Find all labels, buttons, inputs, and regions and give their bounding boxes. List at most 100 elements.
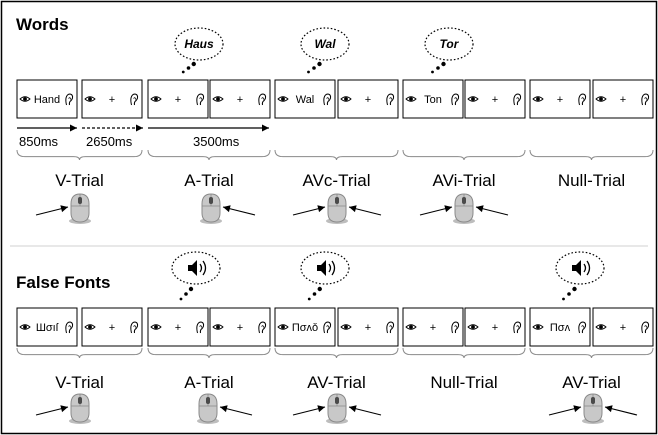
trial-label: A-Trial [184, 171, 233, 190]
ear-icon [323, 321, 332, 334]
trial-brace [147, 347, 271, 359]
fixation-cross: + [620, 322, 626, 334]
stimulus-word: Ton [424, 94, 442, 106]
arrowhead [223, 205, 231, 213]
trial-label: A-Trial [184, 373, 233, 392]
eye-icon [212, 324, 224, 330]
trial-label: Null-Trial [558, 171, 625, 190]
fixation-cross: + [237, 94, 243, 106]
ear-icon [130, 93, 139, 106]
arrowhead [70, 124, 77, 132]
trial-label: V-Trial [55, 373, 104, 392]
eye-icon [595, 324, 607, 330]
stimulus-panel [16, 79, 78, 119]
stimulus-word: Пσʌǒ [292, 322, 318, 334]
stimulus-word: Шσıſ [36, 322, 59, 334]
ear-icon [386, 93, 395, 106]
falsefonts-brace-row [16, 347, 654, 359]
timing-label: 3500ms [193, 134, 240, 149]
fixation-cross: + [492, 94, 498, 106]
arrowhead [573, 405, 581, 413]
fixation-cross: + [430, 322, 436, 334]
trial-label: Null-Trial [430, 373, 497, 392]
ear-icon [130, 321, 139, 334]
speaker-icon [317, 260, 336, 276]
eye-icon [150, 96, 162, 102]
speech-bubble: Tor [424, 27, 474, 74]
section-title-words: Words [16, 15, 69, 34]
trial-label: V-Trial [55, 171, 104, 190]
spoken-word: Wal [314, 37, 336, 51]
trial-label: AVi-Trial [433, 171, 496, 190]
speech-bubble [171, 251, 221, 301]
arrowhead [476, 205, 484, 213]
timeline-arrows [17, 124, 269, 132]
eye-icon [467, 96, 479, 102]
ear-icon [641, 321, 650, 334]
falsefonts-response-row [35, 393, 638, 424]
section-title-false-fonts: False Fonts [16, 273, 110, 292]
speech-bubble: Wal [300, 27, 350, 74]
ear-icon [513, 321, 522, 334]
fixation-cross: + [109, 94, 115, 106]
ear-icon [578, 93, 587, 106]
words-trial-row: V-Trial A-Trial AVc-Trial AVi-Trial Null-Tri… [55, 171, 625, 190]
eye-icon [212, 96, 224, 102]
ear-icon [258, 93, 267, 106]
ear-icon [578, 321, 587, 334]
eye-icon [150, 324, 162, 330]
timing-label: 2650ms [86, 134, 133, 149]
ear-icon [65, 321, 74, 334]
words-brace-row [16, 149, 654, 161]
eye-icon [277, 324, 289, 330]
fixation-cross: + [365, 94, 371, 106]
eye-icon [84, 96, 96, 102]
speaker-icon [572, 260, 591, 276]
ear-icon [451, 93, 460, 106]
eye-icon [84, 324, 96, 330]
computer-mouse-icon [69, 193, 91, 224]
trial-brace [16, 347, 143, 359]
spoken-word: Haus [184, 37, 214, 51]
trial-brace [16, 149, 143, 161]
ear-icon [196, 93, 205, 106]
arrowhead [317, 205, 325, 213]
trial-brace [402, 347, 526, 359]
spoken-word: Tor [440, 37, 460, 51]
fixation-cross: + [109, 322, 115, 334]
fixation-cross: + [620, 94, 626, 106]
ear-icon [258, 321, 267, 334]
eye-icon [277, 96, 289, 102]
arrowhead [262, 124, 269, 132]
computer-mouse-icon [200, 193, 222, 224]
timing-label: 850ms [19, 134, 59, 149]
fixation-cross: + [175, 94, 181, 106]
trial-label: AV-Trial [562, 373, 621, 392]
computer-mouse-icon [326, 393, 348, 424]
trial-brace [529, 347, 654, 359]
arrowhead [605, 405, 613, 413]
speech-bubble [300, 251, 350, 301]
arrowhead [444, 205, 452, 213]
speaker-icon [188, 260, 207, 276]
computer-mouse-icon [197, 393, 219, 424]
arrowhead [349, 205, 357, 213]
eye-icon [19, 324, 31, 330]
eye-icon [340, 324, 352, 330]
trial-label: AVc-Trial [303, 171, 371, 190]
fixation-cross: + [557, 94, 563, 106]
falsefonts-panel-row: Шσıſ+++Пσʌǒ+++Пσʌ+ [16, 307, 654, 347]
trial-brace [402, 149, 526, 161]
ear-icon [323, 93, 332, 106]
arrowhead [220, 405, 228, 413]
ear-icon [196, 321, 205, 334]
ear-icon [65, 93, 74, 106]
ear-icon [451, 321, 460, 334]
eye-icon [19, 96, 31, 102]
trial-brace [274, 347, 399, 359]
fixation-cross: + [237, 322, 243, 334]
